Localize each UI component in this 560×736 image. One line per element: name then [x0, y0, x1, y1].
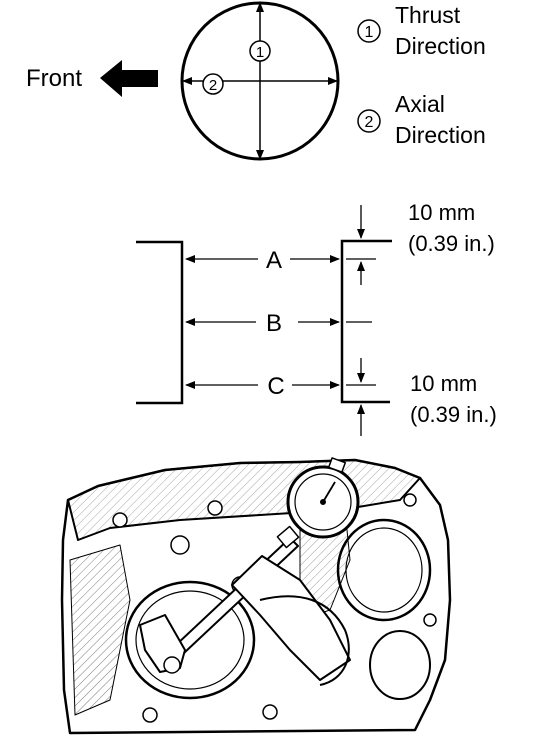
- side-bore-1-inner: [345, 527, 423, 613]
- bore-direction-diagram: 1 2 Front 1 Thrust Direction 2 Axial Dir…: [26, 1, 486, 161]
- bolt-hole: [112, 512, 128, 528]
- marker-axial-number: 2: [209, 77, 217, 94]
- dial-needle: [322, 481, 336, 503]
- top-offset-imperial: (0.39 in.): [408, 231, 495, 256]
- position-b-label: B: [266, 310, 282, 337]
- bolt-hole: [170, 535, 190, 555]
- bolt-hole: [403, 493, 417, 507]
- legend-thrust-line2: Direction: [395, 33, 486, 59]
- dial-stem: [276, 525, 300, 549]
- front-arrow-icon: [100, 60, 158, 97]
- legend-thrust-number: 1: [365, 24, 374, 41]
- position-a-label: A: [266, 247, 282, 274]
- marker-thrust: 1: [249, 40, 271, 62]
- bolt-hole: [207, 500, 223, 516]
- dial-center: [320, 499, 326, 505]
- cylinder-wall-right: [340, 239, 392, 404]
- dial-top-knob: [327, 457, 347, 473]
- side-bore-2: [369, 630, 431, 700]
- cylinder-section-diagram: A B C 10 mm (0.39 in.) 10 mm (0.39 in.): [136, 200, 497, 436]
- top-offset-value: 10 mm: [408, 200, 475, 225]
- position-c-label: C: [267, 373, 284, 400]
- cylinder-wall-left: [136, 240, 184, 405]
- bolt-hole: [423, 613, 437, 627]
- marker-axial: 2: [202, 73, 224, 95]
- bore-gauge-grip: [231, 555, 351, 681]
- bolt-hole: [142, 707, 158, 723]
- bolt-hole: [262, 704, 278, 720]
- legend-axial: 2 Axial Direction: [357, 91, 486, 148]
- engine-block-illustration: [60, 457, 452, 735]
- front-label: Front: [26, 65, 82, 92]
- legend-axial-number: 2: [365, 114, 374, 131]
- legend-axial-line2: Direction: [395, 122, 486, 148]
- bore-gauge-contact: [163, 656, 181, 674]
- legend-thrust: 1 Thrust Direction: [357, 2, 486, 59]
- legend-axial-line1: Axial: [395, 91, 445, 117]
- bore-gauge-hand: [259, 595, 350, 686]
- block-face-texture: [69, 544, 131, 716]
- bottom-offset-imperial: (0.39 in.): [410, 402, 497, 427]
- marker-thrust-number: 1: [256, 44, 264, 61]
- bottom-offset-value: 10 mm: [410, 371, 477, 396]
- legend-thrust-line1: Thrust: [395, 2, 461, 28]
